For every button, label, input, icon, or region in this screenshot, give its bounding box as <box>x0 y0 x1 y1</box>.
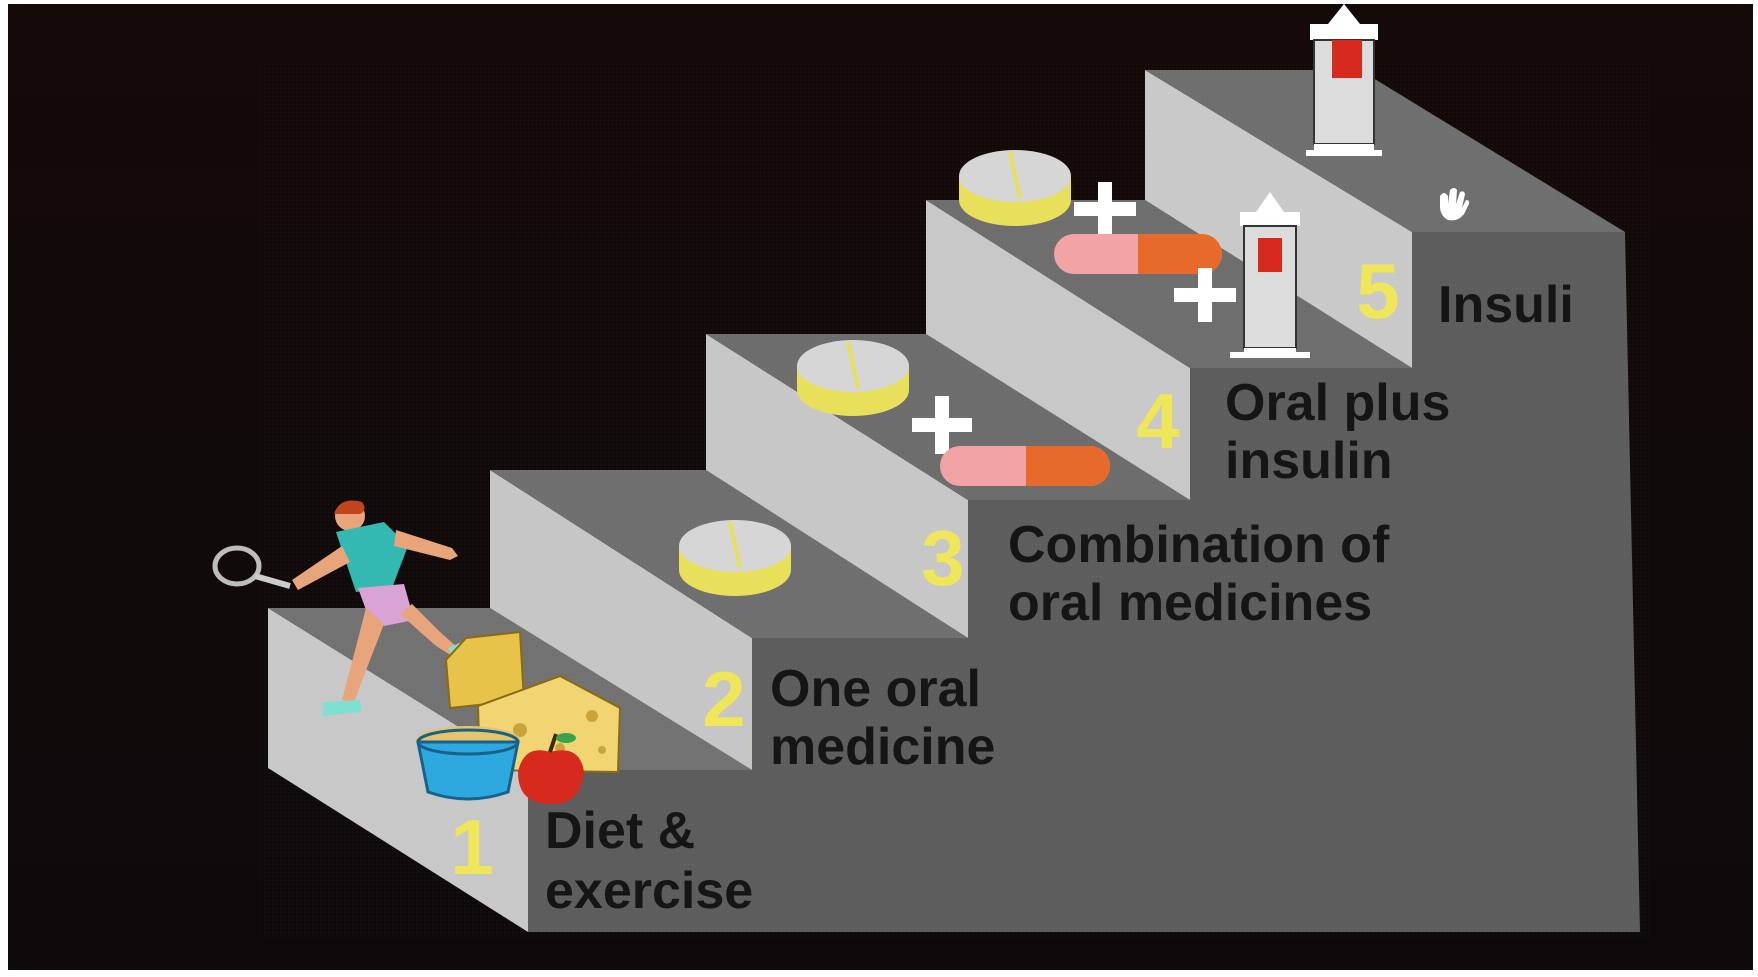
step-3-label-line-1: Combination of <box>1008 516 1390 574</box>
pill-icon <box>679 520 791 596</box>
step-4-label-line-1: Oral plus <box>1225 374 1450 432</box>
step-3-label-line-2: oral medicines <box>1008 574 1372 632</box>
step-number: 4 <box>1136 377 1179 465</box>
step-5-label: Insuli <box>1438 276 1574 334</box>
step-number: 5 <box>1356 247 1399 335</box>
step-number: 1 <box>450 803 493 891</box>
capsule-icon <box>1054 234 1222 274</box>
step-1-label-line-1: Diet & <box>545 802 695 860</box>
step-number: 2 <box>702 655 745 743</box>
step-number: 3 <box>921 514 964 602</box>
pill-icon <box>797 340 909 416</box>
syringe-icon <box>1306 4 1382 156</box>
step-2-label-line-1: One oral <box>770 660 981 718</box>
step-1-label-line-2: exercise <box>545 862 753 920</box>
step-2-label-line-2: medicine <box>770 718 995 776</box>
food-bowl-icon <box>416 726 520 799</box>
capsule-icon <box>940 446 1110 486</box>
pill-icon <box>959 150 1071 226</box>
step-4-label-line-2: insulin <box>1225 432 1393 490</box>
